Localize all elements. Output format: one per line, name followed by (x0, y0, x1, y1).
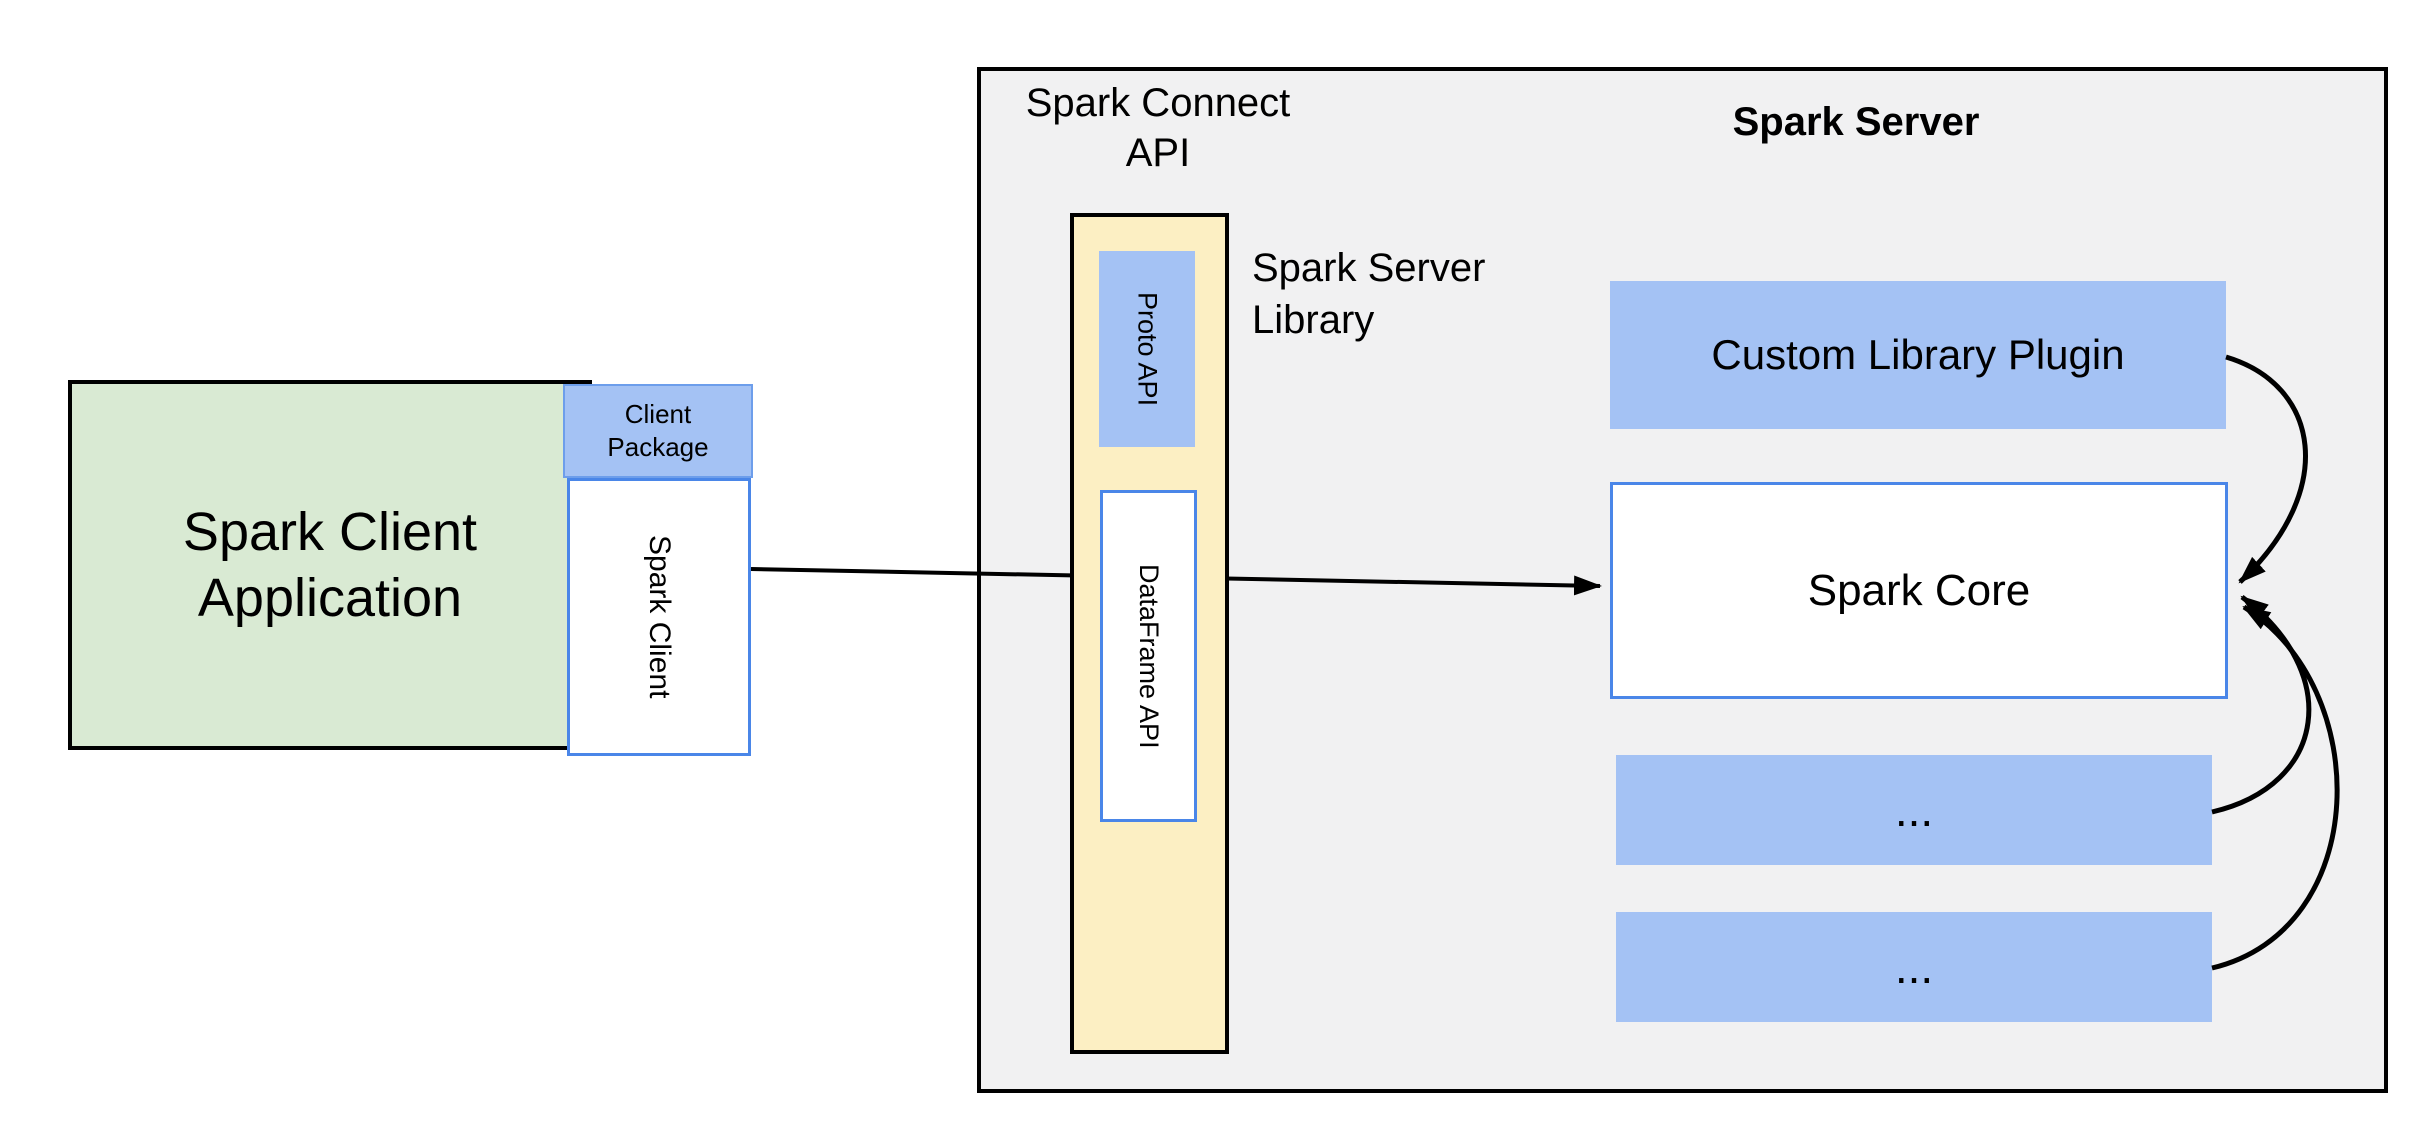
proto-api-label: Proto API (1132, 291, 1163, 407)
label-line: Spark Server (1252, 246, 1486, 290)
server-module-box-1: ... (1616, 755, 2212, 865)
title-line: Spark Connect (1025, 81, 1291, 125)
label-line: Library (1252, 298, 1375, 342)
custom-library-plugin-box: Custom Library Plugin (1610, 281, 2226, 429)
spark-connect-api-title: Spark Connect API (958, 78, 1358, 178)
title-line: API (1125, 131, 1191, 175)
spark-client-application-box: Spark Client Application (68, 380, 592, 750)
spark-connect-api-box: Proto API DataFrame API (1070, 213, 1229, 1054)
spark-client-label: Spark Client (643, 535, 676, 699)
label-line: Application (197, 568, 463, 628)
spark-server-library-label: Spark Server Library (1252, 242, 1672, 346)
label-line: Spark Client (182, 502, 478, 562)
spark-client-application-label: Spark Client Application (183, 499, 477, 631)
server-module-box-2: ... (1616, 912, 2212, 1022)
proto-api-box: Proto API (1099, 251, 1195, 447)
spark-core-box: Spark Core (1610, 482, 2228, 699)
label-line: Package (607, 432, 709, 462)
label-line: Client (624, 399, 692, 429)
spark-server-title: Spark Server (1732, 100, 1980, 144)
dataframe-api-box: DataFrame API (1100, 490, 1197, 822)
dataframe-api-label: DataFrame API (1134, 563, 1164, 749)
client-package-box: Client Package (563, 384, 753, 478)
spark-client-box: Spark Client (567, 478, 751, 756)
